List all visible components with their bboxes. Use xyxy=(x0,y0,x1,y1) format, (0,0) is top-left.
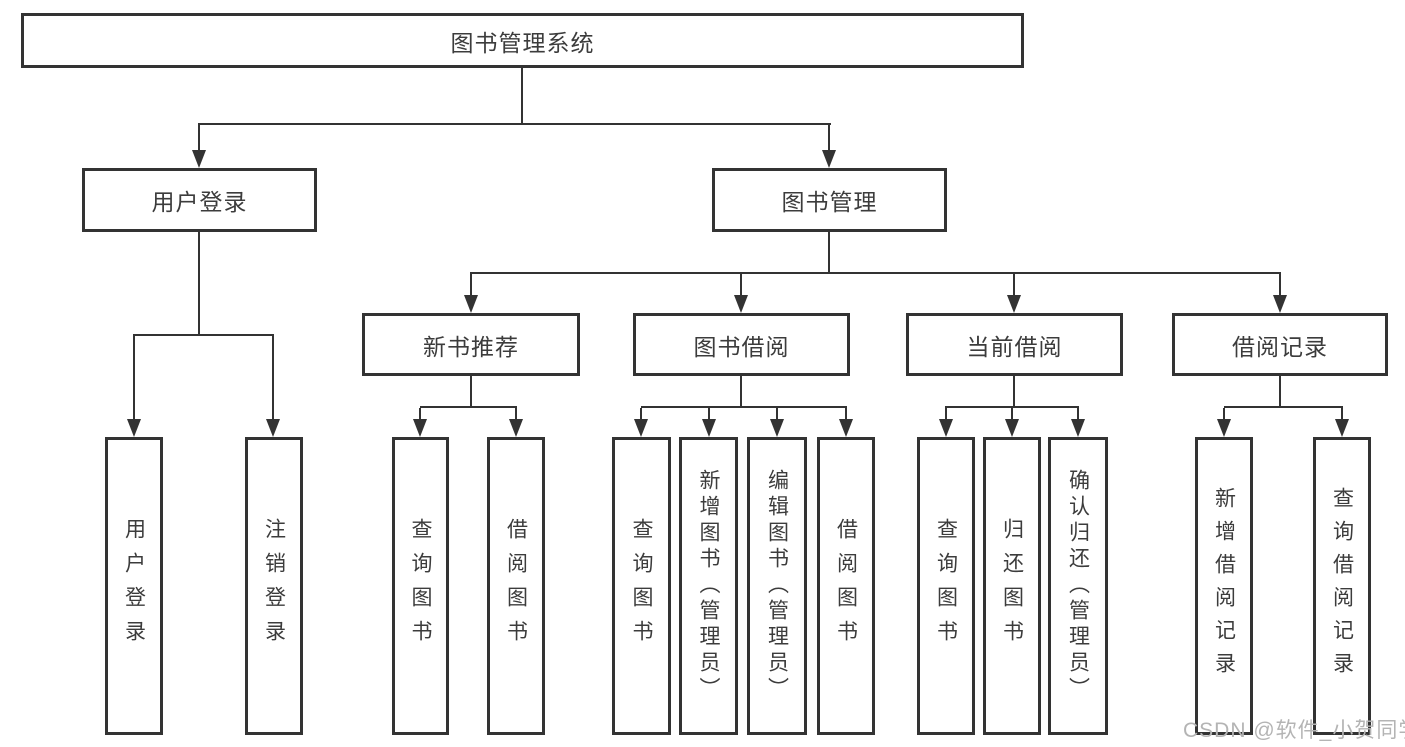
leaf-user-login: 用户登录 xyxy=(105,437,163,735)
leaf-logout: 注销登录 xyxy=(245,437,303,735)
arrowhead-bb-edit xyxy=(770,419,784,437)
leaf-current-query-book: 查询图书 xyxy=(917,437,975,735)
connector-level2-branch xyxy=(198,123,831,125)
connector-root-stem xyxy=(521,68,523,123)
node-current-borrow-label: 当前借阅 xyxy=(966,333,1063,360)
leaf-logout-label: 注销登录 xyxy=(262,518,286,654)
connector-arrow-new-book-rec-stem xyxy=(470,274,472,295)
connector-arrow-cb-query-stem xyxy=(945,408,947,419)
arrowhead-bb-add xyxy=(702,419,716,437)
connector-arrow-current-borrow-stem xyxy=(1013,274,1015,295)
leaf-rec-borrow-book-label: 借阅图书 xyxy=(504,518,528,654)
node-new-book-rec-label: 新书推荐 xyxy=(423,333,519,360)
arrowhead-login xyxy=(127,419,141,437)
node-book-mgmt-label: 图书管理 xyxy=(781,189,878,215)
node-root-label: 图书管理系统 xyxy=(450,29,595,56)
connector-user-login-branch xyxy=(133,334,274,336)
connector-arrow-book-borrow-stem xyxy=(740,274,742,295)
connector-arrow-cb-return-stem xyxy=(1011,408,1013,419)
arrowhead-current-borrow xyxy=(1007,295,1021,313)
arrowhead-cb-query xyxy=(939,419,953,437)
csdn-watermark: CSDN @软件_小贺同学 xyxy=(1183,719,1405,742)
arrowhead-cb-confirm xyxy=(1071,419,1085,437)
connector-arrow-logout-stem xyxy=(272,336,274,419)
connector-arrow-rec-query-stem xyxy=(419,408,421,419)
node-user-login-label: 用户登录 xyxy=(151,189,248,215)
leaf-edit-book: 编辑图书（管理员） xyxy=(747,437,807,735)
leaf-borrow-borrow-book-label: 借阅图书 xyxy=(834,518,858,654)
node-root: 图书管理系统 xyxy=(21,13,1024,68)
leaf-return-book: 归还图书 xyxy=(983,437,1041,735)
connector-current-borrow-branch xyxy=(945,406,1079,408)
connector-user-login-stem xyxy=(198,232,200,334)
connector-arrow-rec-borrow-stem xyxy=(515,408,517,419)
leaf-add-book: 新增图书（管理员） xyxy=(679,437,738,735)
arrowhead-borrow-records xyxy=(1273,295,1287,313)
leaf-query-record-label: 查询借阅记录 xyxy=(1330,487,1354,685)
arrowhead-book-mgmt xyxy=(822,150,836,168)
leaf-add-record-label: 新增借阅记录 xyxy=(1212,487,1236,685)
leaf-borrow-borrow-book: 借阅图书 xyxy=(817,437,875,735)
arrowhead-br-add xyxy=(1217,419,1231,437)
connector-borrow-records-stem xyxy=(1279,376,1281,406)
connector-level3-branch xyxy=(470,272,1281,274)
arrowhead-rec-borrow xyxy=(509,419,523,437)
connector-new-book-rec-branch xyxy=(420,406,517,408)
connector-arrow-borrow-records-stem xyxy=(1279,274,1281,295)
node-user-login: 用户登录 xyxy=(82,168,317,232)
arrowhead-cb-return xyxy=(1005,419,1019,437)
arrowhead-rec-query xyxy=(413,419,427,437)
connector-arrow-br-query-stem xyxy=(1341,408,1343,419)
arrowhead-logout xyxy=(266,419,280,437)
arrowhead-user-login xyxy=(192,150,206,168)
connector-borrow-records-branch xyxy=(1224,406,1343,408)
leaf-rec-query-book-label: 查询图书 xyxy=(409,518,432,654)
node-borrow-records: 借阅记录 xyxy=(1172,313,1388,376)
connector-arrow-login-stem xyxy=(133,336,135,419)
connector-arrow-bb-edit-stem xyxy=(776,408,778,419)
leaf-query-record: 查询借阅记录 xyxy=(1313,437,1371,735)
node-book-borrow-label: 图书借阅 xyxy=(693,333,790,360)
node-current-borrow: 当前借阅 xyxy=(906,313,1123,376)
leaf-edit-book-label: 编辑图书（管理员） xyxy=(765,469,789,703)
leaf-add-book-label: 新增图书（管理员） xyxy=(697,469,720,703)
arrowhead-bb-query xyxy=(634,419,648,437)
leaf-rec-query-book: 查询图书 xyxy=(392,437,449,735)
leaf-borrow-query-book-label: 查询图书 xyxy=(630,518,653,654)
connector-new-book-rec-stem xyxy=(470,376,472,406)
leaf-add-record: 新增借阅记录 xyxy=(1195,437,1253,735)
leaf-confirm-return-label: 确认归还（管理员） xyxy=(1066,469,1090,703)
node-book-borrow: 图书借阅 xyxy=(633,313,850,376)
arrowhead-bb-borrow xyxy=(839,419,853,437)
leaf-rec-borrow-book: 借阅图书 xyxy=(487,437,545,735)
node-book-mgmt: 图书管理 xyxy=(712,168,947,232)
arrowhead-book-borrow xyxy=(734,295,748,313)
connector-book-borrow-stem xyxy=(740,376,742,406)
leaf-confirm-return: 确认归还（管理员） xyxy=(1048,437,1108,735)
connector-book-mgmt-stem xyxy=(828,232,830,272)
connector-arrow-bb-add-stem xyxy=(708,408,710,419)
node-borrow-records-label: 借阅记录 xyxy=(1232,333,1328,360)
leaf-return-book-label: 归还图书 xyxy=(1000,518,1024,654)
connector-arrow-bb-query-stem xyxy=(640,408,642,419)
leaf-user-login-label: 用户登录 xyxy=(122,518,146,654)
arrowhead-new-book-rec xyxy=(464,295,478,313)
connector-book-borrow-branch xyxy=(641,406,847,408)
connector-arrow-book-mgmt-stem xyxy=(828,125,830,150)
connector-arrow-cb-confirm-stem xyxy=(1077,408,1079,419)
leaf-borrow-query-book: 查询图书 xyxy=(612,437,671,735)
connector-arrow-bb-borrow-stem xyxy=(845,408,847,419)
connector-arrow-br-add-stem xyxy=(1223,408,1225,419)
leaf-current-query-book-label: 查询图书 xyxy=(934,518,958,654)
connector-current-borrow-stem xyxy=(1013,376,1015,406)
connector-arrow-user-login-stem xyxy=(198,125,200,150)
node-new-book-rec: 新书推荐 xyxy=(362,313,580,376)
arrowhead-br-query xyxy=(1335,419,1349,437)
